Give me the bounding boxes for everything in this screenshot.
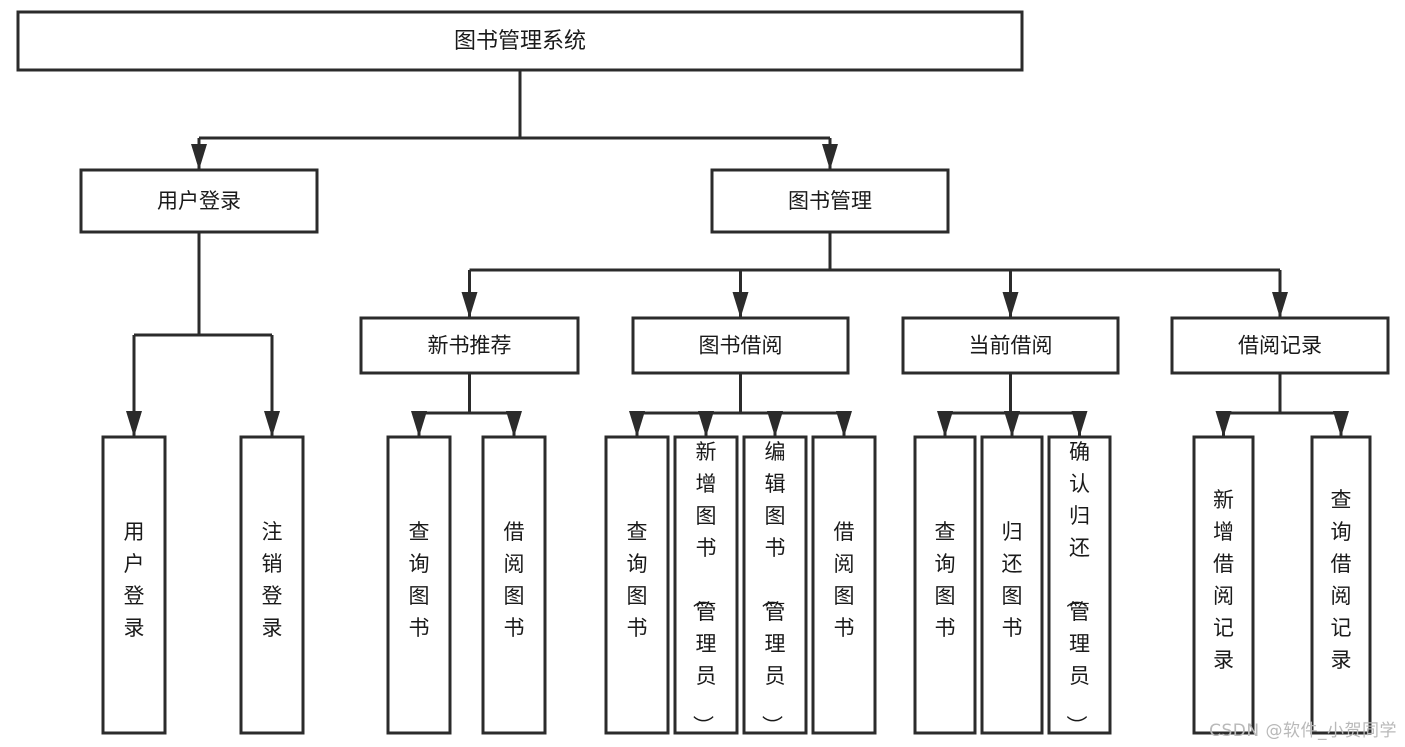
node-leaf-user-login-rect[interactable] xyxy=(101,435,167,735)
node-new-book-recommend-label: 新书推荐 xyxy=(428,334,512,358)
node-leaf-confirm-return-label: 确认归还（管理员） xyxy=(1064,440,1090,736)
node-current-borrow-label: 当前借阅 xyxy=(969,334,1053,358)
node-leaf-user-login[interactable]: 用户登录 xyxy=(101,435,167,735)
node-leaf-query-book-borrow-rect[interactable] xyxy=(604,435,670,735)
node-current-borrow[interactable]: 当前借阅 xyxy=(901,316,1120,375)
node-leaf-logout-login-rect[interactable] xyxy=(239,435,305,735)
arrow-head-icon xyxy=(1333,411,1349,437)
node-leaf-add-book[interactable]: 新增图书（管理员） xyxy=(673,435,739,736)
arrow-head-icon xyxy=(1002,292,1019,318)
node-user-login-rect[interactable] xyxy=(79,168,319,234)
arrow-head-icon xyxy=(937,411,953,437)
arrow-head-icon xyxy=(732,292,749,318)
node-leaf-return-book-label: 归还图书 xyxy=(1002,520,1023,640)
node-leaf-logout-login-label: 注销登录 xyxy=(262,520,283,640)
node-leaf-query-book-current-label: 查询图书 xyxy=(935,520,956,640)
node-leaf-borrow-book[interactable]: 借阅图书 xyxy=(811,435,877,735)
node-leaf-confirm-return[interactable]: 确认归还（管理员） xyxy=(1047,435,1112,736)
node-new-book-recommend[interactable]: 新书推荐 xyxy=(359,316,580,375)
arrow-head-icon xyxy=(506,411,522,437)
node-leaf-confirm-return-rect[interactable] xyxy=(1047,435,1112,735)
arrow-head-icon xyxy=(629,411,645,437)
arrow-head-icon xyxy=(461,292,478,318)
node-root-system[interactable]: 图书管理系统 xyxy=(16,10,1024,72)
node-leaf-borrow-book-rect[interactable] xyxy=(811,435,877,735)
arrow-head-icon xyxy=(822,144,838,170)
arrow-head-icon xyxy=(698,411,714,437)
node-book-borrow[interactable]: 图书借阅 xyxy=(631,316,850,375)
node-root-system-label: 图书管理系统 xyxy=(454,29,586,54)
csdn-watermark: CSDN @软件_小贺同学 xyxy=(1209,721,1397,741)
node-new-book-recommend-rect[interactable] xyxy=(359,316,580,375)
node-user-login[interactable]: 用户登录 xyxy=(79,168,319,234)
nodes-layer: 图书管理系统用户登录图书管理新书推荐图书借阅当前借阅借阅记录用户登录注销登录查询… xyxy=(16,10,1390,736)
arrow-head-icon xyxy=(411,411,427,437)
arrow-head-icon xyxy=(126,411,142,437)
node-leaf-borrow-book-recommend-rect[interactable] xyxy=(481,435,547,735)
node-leaf-query-borrow-record[interactable]: 查询借阅记录 xyxy=(1310,435,1372,735)
node-leaf-edit-book[interactable]: 编辑图书（管理员） xyxy=(742,435,808,736)
arrow-head-icon xyxy=(1215,411,1232,437)
node-book-management[interactable]: 图书管理 xyxy=(710,168,950,234)
node-leaf-query-book-recommend-label: 查询图书 xyxy=(409,520,430,640)
node-leaf-add-borrow-record[interactable]: 新增借阅记录 xyxy=(1192,435,1255,735)
node-book-management-label: 图书管理 xyxy=(788,189,872,213)
node-leaf-borrow-book-recommend-label: 借阅图书 xyxy=(504,520,525,640)
node-leaf-return-book-rect[interactable] xyxy=(980,435,1044,735)
node-leaf-query-borrow-record-label: 查询借阅记录 xyxy=(1331,488,1352,672)
arrow-head-icon xyxy=(264,411,280,437)
node-borrow-record-rect[interactable] xyxy=(1170,316,1390,375)
arrow-head-icon xyxy=(1272,292,1288,318)
arrow-head-icon xyxy=(1071,411,1088,437)
node-leaf-logout-login[interactable]: 注销登录 xyxy=(239,435,305,735)
arrow-head-icon xyxy=(767,411,783,437)
node-leaf-query-book-recommend[interactable]: 查询图书 xyxy=(386,435,452,735)
node-current-borrow-rect[interactable] xyxy=(901,316,1120,375)
node-leaf-query-book-recommend-rect[interactable] xyxy=(386,435,452,735)
node-book-management-rect[interactable] xyxy=(710,168,950,234)
node-borrow-record-label: 借阅记录 xyxy=(1238,334,1322,358)
node-user-login-label: 用户登录 xyxy=(157,189,241,213)
node-leaf-query-book-borrow[interactable]: 查询图书 xyxy=(604,435,670,735)
arrow-head-icon xyxy=(1004,411,1020,437)
arrow-head-icon xyxy=(191,144,207,170)
node-leaf-borrow-book-recommend[interactable]: 借阅图书 xyxy=(481,435,547,735)
connectors-layer xyxy=(126,70,1349,437)
node-leaf-edit-book-rect[interactable] xyxy=(742,435,808,735)
arrow-head-icon xyxy=(836,411,852,437)
node-leaf-add-book-rect[interactable] xyxy=(673,435,739,735)
node-leaf-add-borrow-record-label: 新增借阅记录 xyxy=(1213,488,1234,672)
node-leaf-return-book[interactable]: 归还图书 xyxy=(980,435,1044,735)
node-leaf-query-borrow-record-rect[interactable] xyxy=(1310,435,1372,735)
node-leaf-borrow-book-label: 借阅图书 xyxy=(834,520,855,640)
node-leaf-query-book-borrow-label: 查询图书 xyxy=(627,520,648,640)
node-leaf-query-book-current[interactable]: 查询图书 xyxy=(913,435,977,735)
node-root-system-rect[interactable] xyxy=(16,10,1024,72)
node-book-borrow-label: 图书借阅 xyxy=(699,334,783,358)
node-leaf-edit-book-label: 编辑图书（管理员） xyxy=(760,440,786,736)
node-leaf-query-book-current-rect[interactable] xyxy=(913,435,977,735)
node-borrow-record[interactable]: 借阅记录 xyxy=(1170,316,1390,375)
node-book-borrow-rect[interactable] xyxy=(631,316,850,375)
node-leaf-add-book-label: 新增图书（管理员） xyxy=(691,440,717,736)
node-leaf-user-login-label: 用户登录 xyxy=(124,520,145,640)
node-leaf-add-borrow-record-rect[interactable] xyxy=(1192,435,1255,735)
